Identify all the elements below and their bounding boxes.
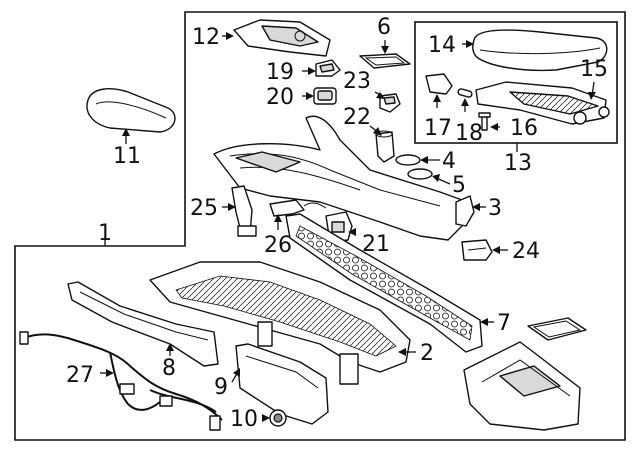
hinge-pin-part [457,88,473,98]
end-cap-part [455,195,475,227]
usb-port-part [379,93,401,113]
callout-10: 10 [230,407,258,432]
callout-12: 12 [192,25,220,50]
storage-bin-part [463,341,581,431]
callout-4: 4 [442,149,456,174]
switch-19-part [315,59,341,77]
callout-20: 20 [266,85,294,110]
callout-18: 18 [455,121,483,146]
callout-25: 25 [190,196,218,221]
assembly-frame [14,11,626,441]
console-lid-part [472,29,608,72]
callout-15: 15 [580,57,608,82]
floor-mat-part [527,317,587,341]
cup-liner-4-part [395,154,421,166]
callout-22: 22 [343,105,371,130]
callout-1: 1 [98,221,112,246]
sensor-26-part [269,199,327,217]
wiring-harness-part [19,331,223,431]
callout-6: 6 [377,15,391,40]
console-upper-trim-part [213,115,467,241]
callout-26: 26 [264,233,292,258]
side-panel-9-part [235,343,329,425]
connector-24-part [461,239,493,261]
callout-21: 21 [362,232,390,257]
lid-latch-part [425,73,453,95]
callout-16: 16 [510,116,538,141]
plug-10-part [269,409,287,427]
armrest-subassembly-box [414,21,618,144]
callout-5: 5 [452,173,466,198]
callout-7: 7 [497,311,511,336]
callout-3: 3 [488,196,502,221]
bracket-25-part [231,185,257,237]
callout-24: 24 [512,239,540,264]
callout-9: 9 [214,375,228,400]
callout-14: 14 [428,33,456,58]
callout-19: 19 [266,60,294,85]
callout-2: 2 [420,341,434,366]
side-panel-7-part [285,213,483,353]
power-socket-part [313,87,337,105]
storage-mat-part [359,53,411,69]
callout-17: 17 [424,116,452,141]
lid-hinge-part [475,81,610,125]
callout-8: 8 [162,356,176,381]
callout-11: 11 [113,144,141,169]
callout-13: 13 [504,151,532,176]
armrest-pad-part [86,88,176,133]
screw-16-part [478,112,491,131]
cup-liner-5-part [407,168,433,180]
side-trim-8-part [67,281,219,367]
callout-27: 27 [66,363,94,388]
shifter-bezel-part [233,19,331,57]
cupholder-insert-part [375,130,395,163]
leader-lines [100,32,596,422]
console-frame-2-part [149,261,411,385]
callout-labels: 1 2 3 4 5 6 7 8 9 10 11 12 13 14 15 16 1… [66,15,608,432]
callout-23: 23 [343,69,371,94]
